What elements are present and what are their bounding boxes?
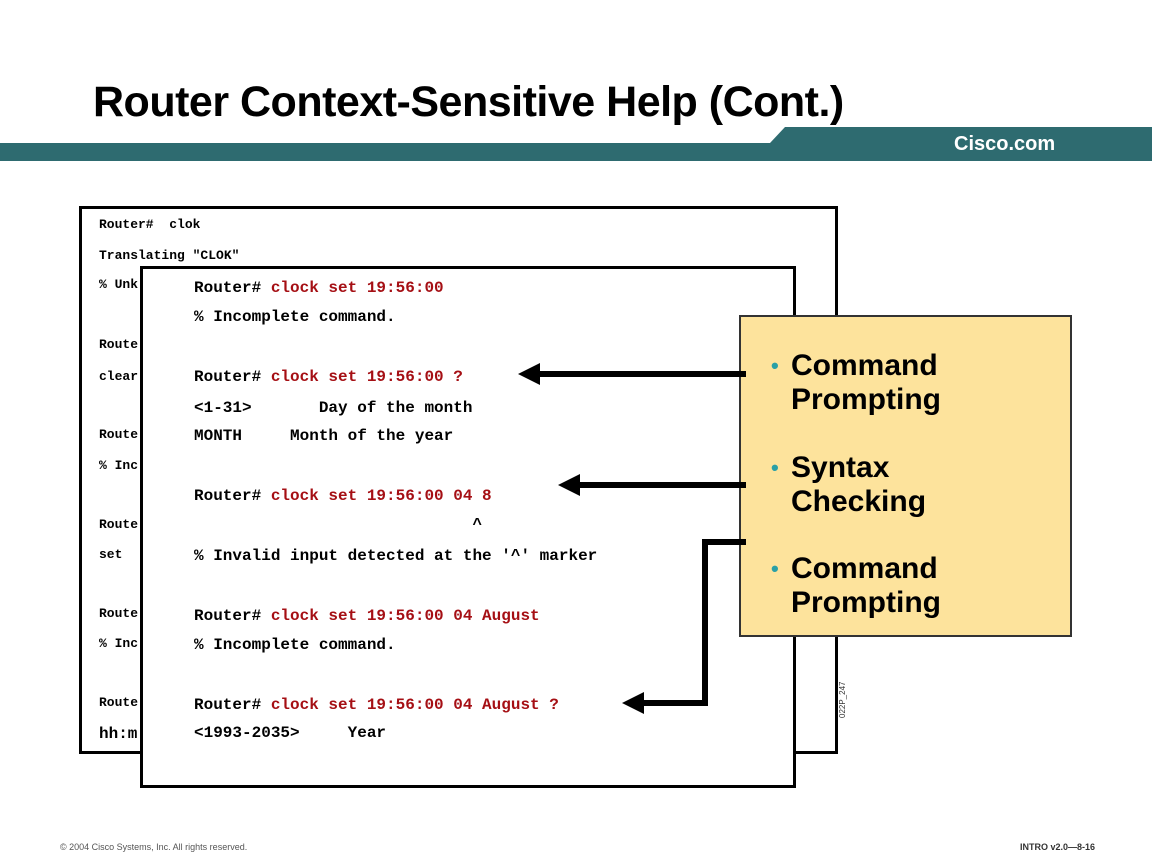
back-line: Route xyxy=(99,606,139,621)
bullet-dot-icon: • xyxy=(771,353,779,378)
cisco-brand: Cisco.com xyxy=(954,133,1056,155)
feature-callout-box: • Command Prompting • Syntax Checking • … xyxy=(739,315,1072,637)
back-line: Route xyxy=(99,427,139,442)
arrow-command-prompting xyxy=(518,363,746,385)
terminal-line: <1993-2035> Year xyxy=(194,724,387,742)
back-line: Router# clok xyxy=(99,217,201,232)
terminal-line: Router# clock set 19:56:00 04 August xyxy=(194,607,540,625)
terminal-line: % Incomplete command. xyxy=(194,636,396,654)
back-line: % Inc xyxy=(99,458,139,473)
terminal-line: Router# clock set 19:56:00 xyxy=(194,279,444,297)
bullet-syntax-checking: • Syntax Checking xyxy=(771,451,927,518)
back-line: % Unk xyxy=(99,277,139,292)
bullet-dot-icon: • xyxy=(771,556,779,581)
terminal-line: ^ xyxy=(194,516,483,534)
back-line: Route xyxy=(99,517,139,532)
bullet-dot-icon: • xyxy=(771,455,779,480)
bullet-command-prompting-2: • Command Prompting xyxy=(771,552,941,619)
terminal-line: MONTH Month of the year xyxy=(194,427,454,445)
slide-title: Router Context-Sensitive Help (Cont.) xyxy=(93,78,844,126)
back-line: hh:m xyxy=(99,725,138,743)
terminal-line: <1-31> Day of the month xyxy=(194,399,473,417)
back-line: set xyxy=(99,547,123,562)
terminal-line: % Invalid input detected at the '^' mark… xyxy=(194,547,598,565)
arrow-command-prompting-2 xyxy=(622,539,746,714)
back-line: Route xyxy=(99,695,139,710)
terminal-line: Router# clock set 19:56:00 04 8 xyxy=(194,487,492,505)
back-line: Route xyxy=(99,337,139,352)
back-line: % Inc xyxy=(99,636,139,651)
footer-copyright: © 2004 Cisco Systems, Inc. All rights re… xyxy=(60,842,248,852)
terminal-line: Router# clock set 19:56:00 04 August ? xyxy=(194,696,559,714)
terminal-line: % Incomplete command. xyxy=(194,308,396,326)
bullet-command-prompting: • Command Prompting xyxy=(771,349,941,416)
terminal-line: Router# clock set 19:56:00 ? xyxy=(194,368,463,386)
back-line: Translating "CLOK" xyxy=(99,248,240,263)
header-band xyxy=(0,127,1152,161)
back-line: clear xyxy=(99,369,139,384)
footer-course-page: INTRO v2.0—8-16 xyxy=(1020,842,1096,852)
arrow-syntax-checking xyxy=(558,474,746,496)
